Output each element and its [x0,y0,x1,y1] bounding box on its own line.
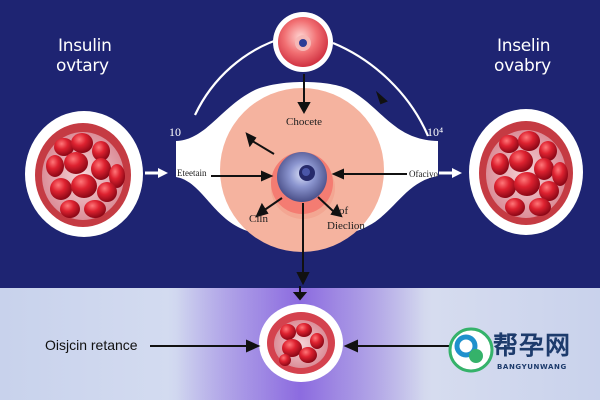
lower-left-arrow-head [255,202,269,218]
bottom-right-arrow-head [343,339,358,353]
watermark-english-text: BANGYUNWANG [497,363,567,371]
arc-marker [375,90,388,105]
right-side-arrow-head [452,168,462,178]
top-cell [273,12,333,72]
left-ovary-illustration [25,111,143,237]
right-arc-line [332,41,430,137]
left-number-label: 10 [169,125,181,139]
bottom-ovary-illustration [259,304,343,382]
bottom-center-arrow-head [292,292,308,301]
top-center-label: Chocete [286,116,323,128]
left-diagonal-arrow-head [245,132,257,148]
right-title-line-2: ovabry [494,56,551,76]
left-title-line-1: Insulin [58,36,112,56]
right-center-label: Ofaciyo [409,169,438,179]
central-egg-cell [271,152,333,214]
lower-right-arrow-line [317,196,334,212]
bottom-left-label: Oisjcin retance [45,337,138,353]
bottom-left-arrow-head [246,339,261,353]
left-side-arrow-head [158,168,168,178]
watermark-icon [448,327,494,373]
diagram-arrows [150,74,464,353]
top-down-arrow-head [297,102,311,115]
watermark-chinese-text: 帮孕网 [493,331,572,360]
lower-left-center-label: Ciln [249,213,268,225]
right-number-label: 10⁴ [427,125,444,139]
right-title-line-1: Inselin [497,36,551,56]
white-side-arrows [145,168,462,178]
right-inbound-arrow-head [331,168,344,180]
lower-left-arrow-line [262,197,283,212]
left-inbound-arrow-head [261,170,274,182]
left-arc-line [194,35,287,116]
lower-right-arrow-head [330,203,343,218]
right-ovary-illustration [469,109,583,235]
connection-lines [194,35,430,137]
lower-right-small-label: of [339,205,349,217]
main-down-arrow-head [296,272,310,286]
left-center-label: Eteetain [177,168,207,178]
lower-right-center-label: Dieclion [327,220,365,232]
left-title-line-2: ovtary [56,56,109,76]
